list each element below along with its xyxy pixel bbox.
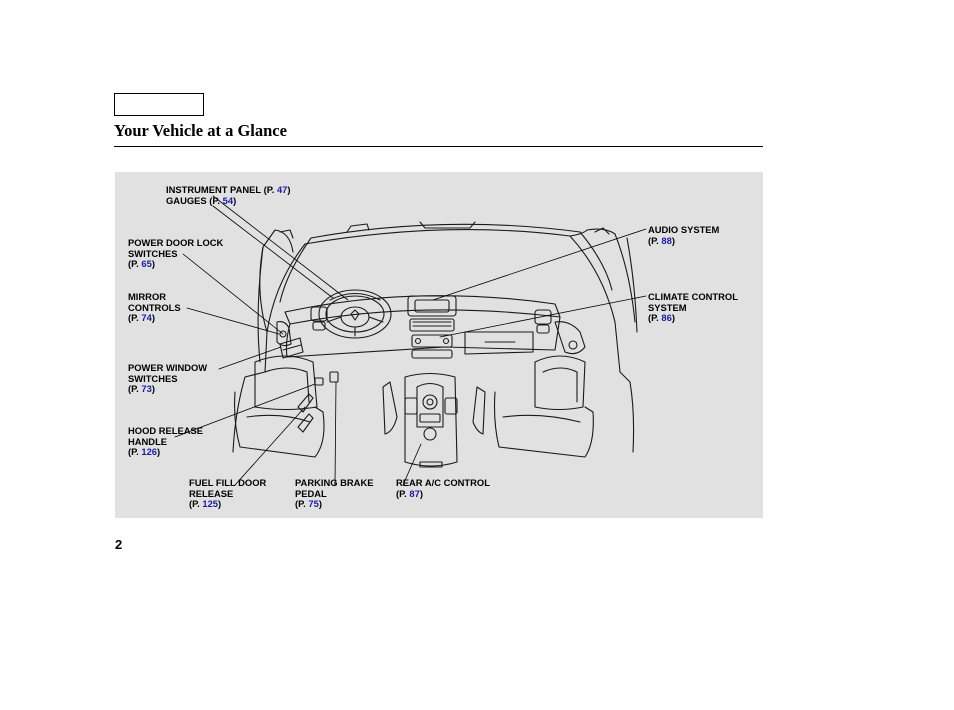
callout-label: AUDIO SYSTEM [648,224,720,235]
vehicle-interior-diagram [174,195,647,486]
callout-label: SWITCHES [128,247,178,259]
page-ref-suffix: ) [151,383,155,395]
page-ref-prefix: (P. [648,234,662,246]
page-ref-link[interactable]: 125 [202,498,219,510]
callout-fuel-fill-door: FUEL FILL DOOR RELEASE (P. 125) [189,477,267,510]
callout-label: CLIMATE CONTROL [648,291,738,302]
callout-climate-control: CLIMATE CONTROL SYSTEM (P. 86) [648,291,738,324]
page-ref-suffix: ) [218,498,222,510]
callout-power-door-lock: POWER DOOR LOCK SWITCHES (P. 65) [128,237,224,270]
page-ref-suffix: ) [157,446,161,458]
page-ref-prefix: (P. [260,184,277,195]
page-ref-suffix: ) [287,184,291,195]
page-ref-prefix: (P. [648,312,662,324]
callout-rear-ac: REAR A/C CONTROL (P. 87) [396,477,490,499]
callout-audio-system: AUDIO SYSTEM (P. 88) [648,224,720,246]
callout-label: RELEASE [189,487,234,499]
callout-label: FUEL FILL DOOR [189,477,267,488]
callout-mirror-controls: MIRROR CONTROLS (P. 74) [128,291,181,324]
vehicle-interior-panel: INSTRUMENT PANEL (P. 47) GAUGES (P. 54) … [115,172,763,518]
callout-parking-brake: PARKING BRAKE PEDAL (P. 75) [295,477,374,510]
page-ref-prefix: (P. [128,446,142,458]
page-ref-prefix: (P. [295,498,309,510]
callout-label: POWER DOOR LOCK [128,237,224,248]
page-ref-prefix: (P. [189,498,203,510]
page-ref-link[interactable]: 87 [409,487,420,499]
page-ref-link[interactable]: 74 [141,312,152,324]
page-ref-prefix: (P. [206,194,223,206]
page-ref-suffix: ) [151,312,155,324]
callout-label: GAUGES [166,194,207,206]
page-ref-link[interactable]: 54 [222,194,234,206]
page-ref-link[interactable]: 47 [276,184,288,195]
callout-label: HOOD RELEASE [128,425,204,436]
page-title: Your Vehicle at a Glance [114,121,287,140]
callout-power-window: POWER WINDOW SWITCHES (P. 73) [128,362,208,395]
page-ref-link[interactable]: 65 [141,258,152,270]
callout-label: CONTROLS [128,301,181,313]
section-tab-box [114,93,204,116]
callout-label: POWER WINDOW [128,362,208,373]
page-ref-suffix: ) [671,312,675,324]
callout-label: REAR A/C CONTROL [396,477,490,488]
page-ref-suffix: ) [671,234,675,246]
page-ref-link[interactable]: 86 [661,312,672,324]
callout-label: HANDLE [128,435,168,447]
page-ref-link[interactable]: 75 [308,498,319,510]
page-ref-prefix: (P. [128,258,142,270]
callout-label: MIRROR [128,291,167,302]
page-ref-link[interactable]: 73 [141,383,152,395]
callout-instrument-panel: INSTRUMENT PANEL (P. 47) GAUGES (P. 54) [166,184,291,206]
callout-label: PEDAL [295,487,327,499]
page-ref-prefix: (P. [128,383,142,395]
page-number: 2 [115,537,123,552]
page-ref-prefix: (P. [128,312,142,324]
page-ref-suffix: ) [318,498,322,510]
page-ref-suffix: ) [151,258,155,270]
title-rule [114,146,763,147]
callout-hood-release: HOOD RELEASE HANDLE (P. 126) [128,425,204,458]
page-ref-suffix: ) [233,194,237,206]
page-ref-link[interactable]: 88 [661,234,672,246]
callout-label: SYSTEM [648,301,687,313]
callout-label: INSTRUMENT PANEL [166,184,261,195]
page-ref-suffix: ) [419,487,423,499]
callout-label: SWITCHES [128,372,178,384]
callout-label: PARKING BRAKE [295,477,374,488]
page-ref-link[interactable]: 126 [141,446,158,458]
page-ref-prefix: (P. [396,487,410,499]
